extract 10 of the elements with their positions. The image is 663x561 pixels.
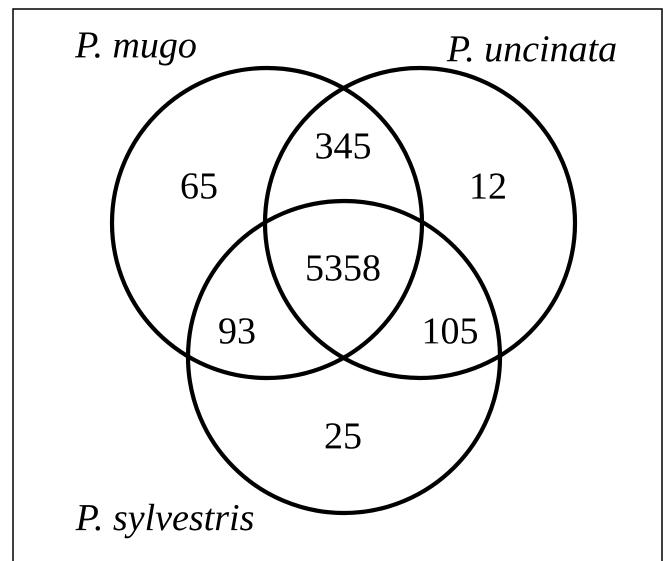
region-count: 345 — [316, 133, 370, 159]
region-count: 25 — [326, 423, 361, 449]
region-count: 12 — [472, 173, 505, 199]
set-label: P. uncinata — [446, 36, 616, 62]
region-count: 93 — [219, 318, 255, 344]
set-label: P. sylvestris — [75, 504, 254, 538]
set-label: P. mugo — [74, 32, 196, 66]
region-count: 5358 — [307, 255, 380, 281]
region-count: 65 — [182, 173, 217, 199]
region-count: 105 — [424, 318, 478, 344]
